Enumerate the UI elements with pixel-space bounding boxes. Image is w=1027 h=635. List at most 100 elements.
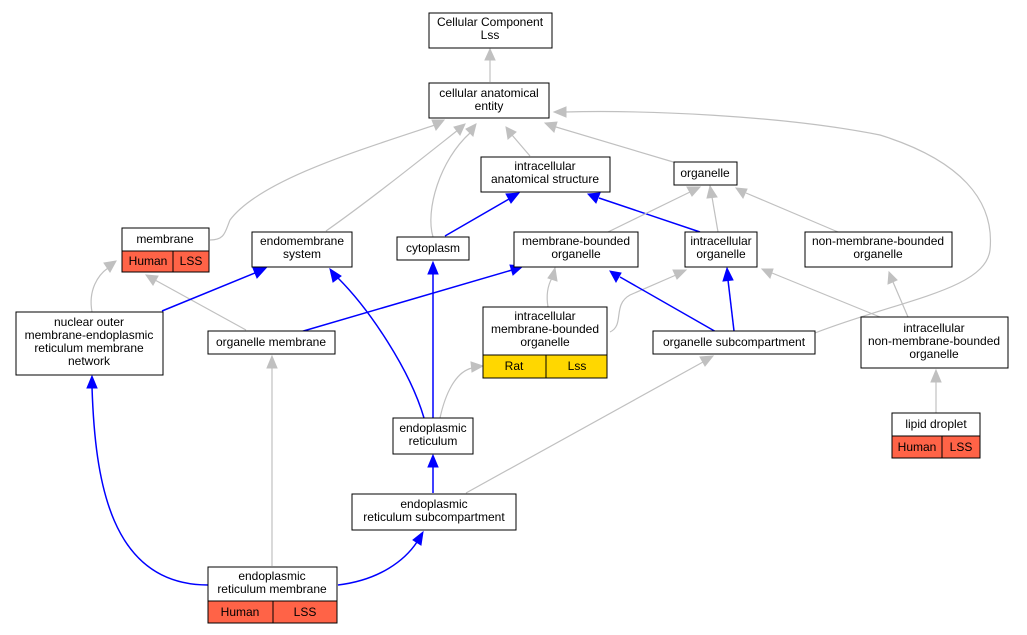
node-organelle-membrane[interactable]: organelle membrane xyxy=(207,330,336,355)
edge-erm-nom xyxy=(91,386,209,586)
edge-arrowhead xyxy=(431,119,446,131)
node-cytoplasm[interactable]: cytoplasm xyxy=(396,236,470,261)
edge-arrowhead xyxy=(586,192,601,204)
edge-arrowhead xyxy=(552,106,567,118)
edge-ers-os xyxy=(465,361,704,494)
edge-nmbo-organelle xyxy=(745,192,839,233)
node-label: organelle membrane xyxy=(216,335,326,349)
gene-tag-label: LSS xyxy=(180,254,203,268)
edge-nom-membrane xyxy=(90,267,109,313)
node-label: organelle subcompartment xyxy=(663,335,806,349)
node-label: cytoplasm xyxy=(406,241,460,255)
edges xyxy=(86,47,992,586)
node-lipid-droplet[interactable]: lipid droplet Human LSS xyxy=(891,412,981,459)
edge-cytoplasm-ias xyxy=(444,198,510,237)
edge-arrowhead xyxy=(266,354,278,369)
edge-arrowhead xyxy=(470,361,485,373)
edge-er-imbo xyxy=(439,367,473,419)
edge-er-endomembrane xyxy=(337,277,425,419)
edge-arrowhead xyxy=(144,274,159,286)
species-tag-label: Human xyxy=(221,605,260,619)
node-membrane[interactable]: membrane Human LSS xyxy=(121,227,210,273)
edge-om-membrane xyxy=(154,279,247,331)
species-tag-label: Human xyxy=(129,254,168,268)
edge-arrowhead xyxy=(543,121,558,133)
edge-ias-cae xyxy=(511,134,531,157)
edge-os-io xyxy=(727,279,735,332)
edge-arrowhead xyxy=(484,47,496,61)
edge-om-mbo xyxy=(299,269,513,333)
edge-imbo-io xyxy=(609,274,677,333)
species-tag-label: Human xyxy=(898,440,937,454)
edge-arrowhead xyxy=(427,260,439,275)
gene-tag-label: Lss xyxy=(568,359,587,373)
species-tag-label: Rat xyxy=(505,359,524,373)
edge-arrowhead xyxy=(760,268,774,279)
edge-arrowhead xyxy=(453,123,466,136)
edge-endomembrane-cae xyxy=(325,129,459,232)
gene-tag-lss xyxy=(272,600,338,624)
edge-arrowhead xyxy=(699,355,715,367)
edge-organelle-cae xyxy=(555,126,681,165)
edge-os-mbo xyxy=(619,276,719,334)
edge-inmbo-io xyxy=(771,272,881,318)
node-organelle[interactable]: organelle xyxy=(673,161,738,186)
edge-arrowhead xyxy=(734,187,748,200)
edge-arrowhead xyxy=(505,192,521,204)
gene-tag-lss xyxy=(172,250,210,273)
edge-arrowhead xyxy=(86,374,98,389)
edge-arrowhead xyxy=(686,186,702,197)
edge-arrowhead xyxy=(706,184,718,199)
edge-cytoplasm-cae xyxy=(430,132,471,238)
edge-erm-ers xyxy=(337,541,418,586)
edge-inmbo-nmbo xyxy=(892,281,909,318)
edge-membrane-cae xyxy=(209,124,436,241)
edge-arrowhead xyxy=(672,269,688,280)
edge-arrowhead xyxy=(722,266,734,282)
edge-arrowhead xyxy=(252,267,268,279)
gene-tag-lss xyxy=(941,435,981,459)
node-organelle-subcompartment[interactable]: organelle subcompartment xyxy=(652,330,816,355)
edge-arrowhead xyxy=(412,530,424,546)
edge-arrowhead xyxy=(609,270,622,284)
edge-os-cae xyxy=(564,111,992,334)
gene-tag-lss xyxy=(545,354,608,379)
node-label: lipid droplet xyxy=(905,417,967,431)
edge-arrowhead xyxy=(427,453,439,468)
edge-nom-endomembrane xyxy=(161,272,256,312)
edge-arrowhead xyxy=(103,260,117,273)
edge-arrowhead xyxy=(930,368,942,383)
edge-mbo-organelle xyxy=(607,191,691,233)
gene-tag-label: LSS xyxy=(950,440,973,454)
edge-arrowhead xyxy=(505,126,517,140)
edge-imbo-mbo xyxy=(546,277,553,308)
edge-io-organelle xyxy=(711,196,719,233)
